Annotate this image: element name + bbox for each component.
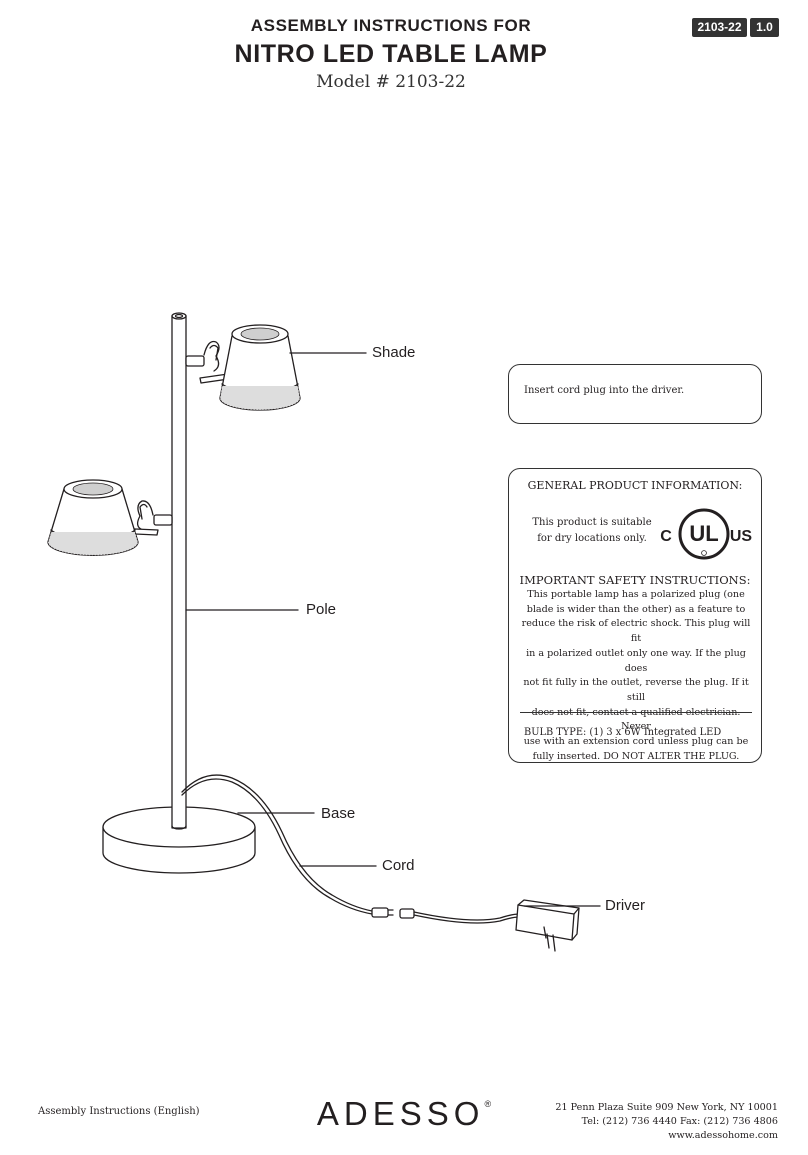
safety-heading: IMPORTANT SAFETY INSTRUCTIONS: xyxy=(519,573,751,587)
lamp-cord xyxy=(181,774,394,918)
power-driver xyxy=(399,899,580,952)
footer-phone: Tel: (212) 736 4440 Fax: (212) 736 4806 xyxy=(581,1116,778,1127)
model-code-badge: 2103-22 xyxy=(692,18,747,37)
brand-logo: ADESSO® xyxy=(316,1095,492,1132)
cord-note-box: Insert cord plug into the driver. xyxy=(508,364,762,424)
dry-location-text: This product is suitable for dry locatio… xyxy=(532,517,652,544)
divider xyxy=(520,712,752,713)
ul-c-text: C xyxy=(660,528,672,545)
header-supertitle: ASSEMBLY INSTRUCTIONS FOR xyxy=(250,16,532,35)
model-number: Model # 2103-22 xyxy=(316,72,466,92)
label-shade: Shade xyxy=(372,344,416,361)
label-driver: Driver xyxy=(605,897,645,914)
footer-address: 21 Penn Plaza Suite 909 New York, NY 100… xyxy=(555,1102,778,1113)
footer-website: www.adessohome.com xyxy=(668,1130,778,1141)
lamp-pole xyxy=(171,312,187,830)
lamp-shade-lower xyxy=(47,479,173,556)
bulb-type: BULB TYPE: (1) 3 x 6W Integrated LED xyxy=(524,727,722,738)
footer-language: Assembly Instructions (English) xyxy=(38,1106,200,1117)
version-badge: 1.0 xyxy=(750,18,779,37)
label-base: Base xyxy=(321,805,356,822)
label-pole: Pole xyxy=(306,601,337,618)
ul-us-text: US xyxy=(730,528,753,545)
general-info-heading: GENERAL PRODUCT INFORMATION: xyxy=(527,479,743,492)
label-cord: Cord xyxy=(382,857,415,874)
lamp-shade-upper xyxy=(185,324,301,411)
lamp-base xyxy=(102,806,256,874)
cord-note-text: Insert cord plug into the driver. xyxy=(524,385,685,396)
page-title: NITRO LED TABLE LAMP xyxy=(234,40,548,68)
footer-contact: 21 Penn Plaza Suite 909 New York, NY 100… xyxy=(555,1101,778,1143)
ul-mark-text: UL xyxy=(689,521,718,546)
product-info-box: GENERAL PRODUCT INFORMATION: This produc… xyxy=(508,468,762,763)
ul-listed-icon: UL C US xyxy=(660,508,753,560)
